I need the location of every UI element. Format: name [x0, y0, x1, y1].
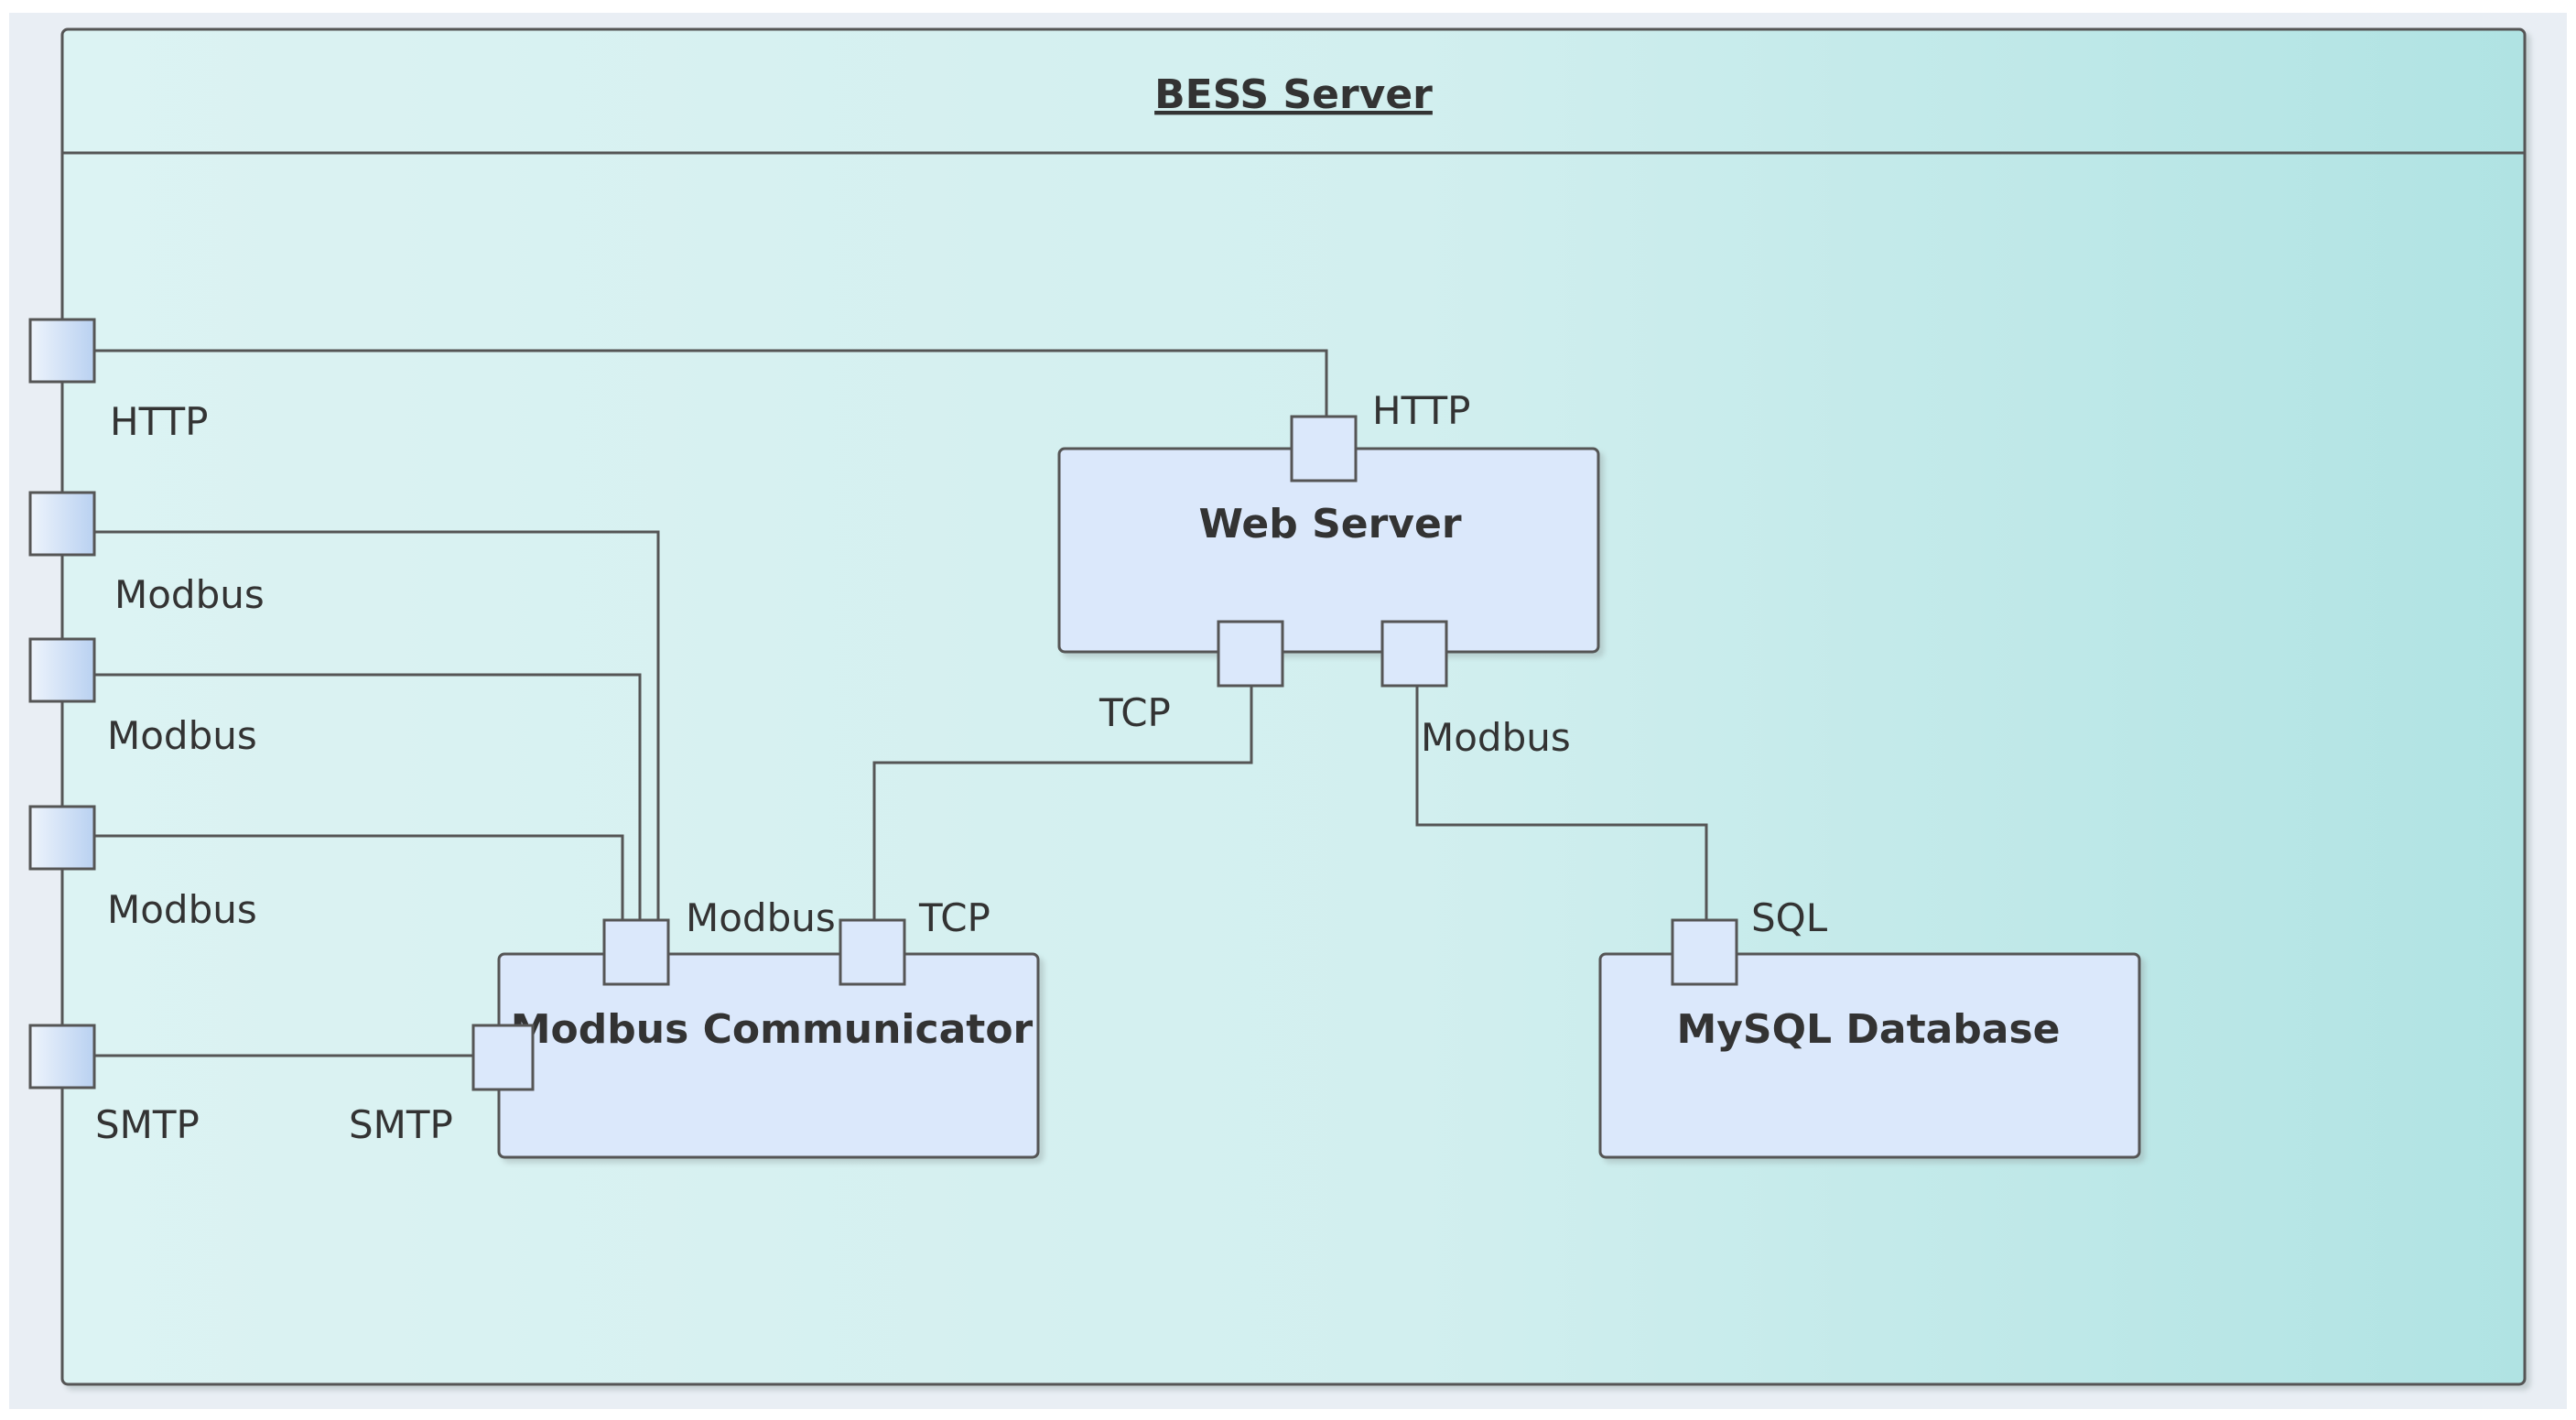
boundary-port-label: SMTP: [95, 1102, 200, 1147]
mysql-database-component[interactable]: MySQL Database: [1598, 952, 2141, 1159]
connector-modbus-sql: [1415, 686, 1708, 920]
comm-modbus-port-label: Modbus: [686, 895, 836, 940]
db-sql-port-label: SQL: [1751, 895, 1828, 940]
boundary-port-modbus-1[interactable]: [28, 491, 96, 557]
communicator-modbus-port[interactable]: [602, 918, 670, 986]
boundary-port-modbus-2[interactable]: [28, 637, 96, 703]
boundary-port-http[interactable]: [28, 318, 96, 384]
web-server-modbus-port[interactable]: [1380, 620, 1448, 688]
connector-tcp: [872, 686, 1253, 920]
web-server-label: Web Server: [1198, 501, 1461, 547]
web-modbus-port-label: Modbus: [1421, 715, 1571, 760]
modbus-communicator-label: Modbus Communicator: [511, 1006, 1034, 1053]
frame-title: BESS Server: [1154, 71, 1433, 118]
connector-modbus-1: [95, 530, 660, 920]
web-server-http-port[interactable]: [1290, 415, 1358, 482]
communicator-tcp-port[interactable]: [839, 918, 906, 986]
connector-modbus-3: [95, 834, 624, 920]
web-tcp-port-label: TCP: [1099, 690, 1171, 735]
boundary-port-label: HTTP: [110, 399, 208, 444]
comm-smtp-port-label: SMTP: [349, 1102, 453, 1147]
comm-tcp-port-label: TCP: [918, 895, 990, 940]
web-http-port-label: HTTP: [1372, 388, 1470, 433]
connector-modbus-2: [95, 673, 642, 920]
bess-server-frame[interactable]: BESS Server: [60, 27, 2527, 1386]
communicator-smtp-port[interactable]: [471, 1024, 535, 1091]
mysql-database-label: MySQL Database: [1676, 1006, 2060, 1053]
boundary-port-label: Modbus: [107, 713, 257, 758]
boundary-port-modbus-3[interactable]: [28, 805, 96, 871]
modbus-communicator-component[interactable]: Modbus Communicator: [497, 952, 1040, 1159]
connectors: [95, 349, 1708, 1057]
web-server-tcp-port[interactable]: [1217, 620, 1284, 688]
boundary-port-label: Modbus: [107, 887, 257, 932]
database-sql-port[interactable]: [1671, 918, 1738, 986]
boundary-port-label: Modbus: [114, 572, 265, 617]
connector-http: [95, 349, 1328, 417]
boundary-port-smtp[interactable]: [28, 1024, 96, 1089]
